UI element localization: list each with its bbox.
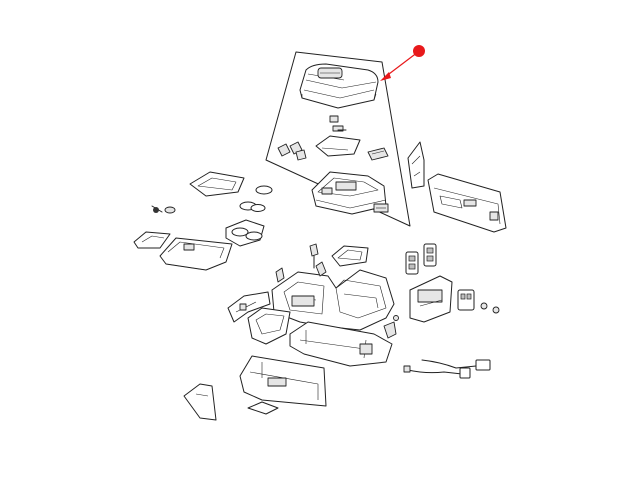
left-top-tray xyxy=(189,171,245,197)
lower-front-trim xyxy=(239,355,327,407)
arrowhead-icon xyxy=(380,72,391,81)
center-clip xyxy=(309,243,319,269)
right-front-bezel xyxy=(409,275,453,323)
latch-plate xyxy=(315,135,361,157)
left-latch-clips xyxy=(277,141,307,161)
console-frame xyxy=(271,269,395,331)
screw-icons xyxy=(151,205,176,214)
shifter-gasket xyxy=(331,245,369,267)
left-side-rail xyxy=(227,291,271,323)
cupholder-rings-upper xyxy=(239,185,273,212)
left-kick-panel xyxy=(183,383,217,421)
armrest-storage-bin xyxy=(311,171,387,215)
left-mat xyxy=(133,231,171,249)
wiring-harness xyxy=(403,359,491,379)
console-frame-bracket xyxy=(275,261,327,283)
storage-bin xyxy=(247,307,291,345)
right-latch-clip xyxy=(367,147,389,161)
red-dot-icon[interactable] xyxy=(413,45,425,57)
front-tray xyxy=(159,237,233,271)
lid-hinge-parts xyxy=(329,115,347,132)
floor-mat-piece xyxy=(247,401,279,415)
right-screws xyxy=(393,302,500,321)
bin-clip xyxy=(373,203,389,213)
switch-module xyxy=(457,289,475,311)
cupholder-insert xyxy=(225,219,265,247)
callout-pointer xyxy=(380,45,425,81)
right-side-bracket xyxy=(407,141,425,189)
right-side-trim-panel xyxy=(427,173,507,233)
console-base xyxy=(289,321,397,367)
armrest-assembly-callout-box xyxy=(265,51,411,227)
usb-port-module xyxy=(405,243,437,275)
armrest-lid-icon[interactable] xyxy=(299,63,379,109)
red-arrow-icon xyxy=(384,51,419,78)
